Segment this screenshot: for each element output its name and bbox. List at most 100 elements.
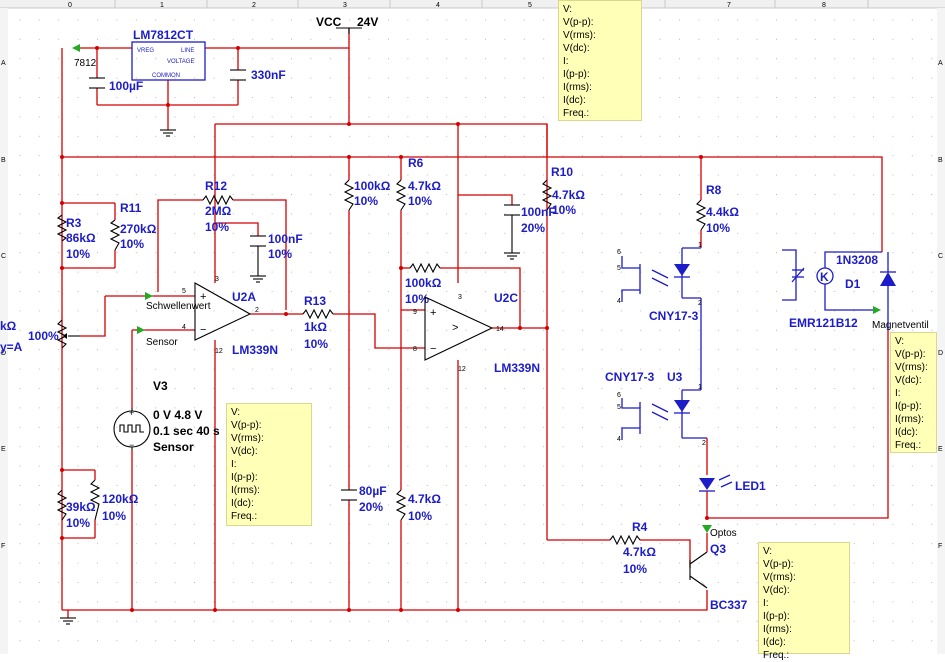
resistor-r120[interactable]: 120kΩ 10% [89, 479, 139, 523]
probe-field: I(dc): [763, 637, 786, 648]
svg-text:5: 5 [617, 404, 621, 411]
r10-value: 4.7kΩ [552, 188, 585, 202]
resistor-r8[interactable]: R8 4.4kΩ 10% [695, 183, 739, 248]
capacitor-c1[interactable]: 100µF [89, 77, 143, 93]
diode-d1[interactable]: 1N3208 D1 [836, 252, 896, 330]
regulator-net-label: 7812 [74, 58, 97, 69]
opamp-u2a[interactable]: + − 3 5 4 2 12 U2A LM339N [182, 276, 278, 357]
r11-tol: 10% [120, 237, 144, 251]
resistor-r12[interactable]: R12 2MΩ 10% [202, 179, 234, 234]
u2a-pin-5: 5 [182, 288, 186, 295]
probe-field: I(rms): [895, 414, 924, 425]
v3-ref: V3 [153, 379, 168, 393]
optocoupler-u1[interactable]: 1 2 6 5 4 CNY17-3 [617, 242, 702, 390]
r10-ref: R10 [551, 165, 573, 179]
probe-field: V(rms): [231, 433, 264, 444]
resistor-r100k[interactable]: 100kΩ 10% [343, 179, 391, 211]
resistor-r100kb[interactable]: 100kΩ 10% [405, 262, 442, 306]
r8-tol: 10% [706, 221, 730, 235]
r120-tol: 10% [102, 509, 126, 523]
resistor-r4[interactable]: R4 4.7kΩ 10% [609, 520, 656, 576]
transistor-q3[interactable]: Q3 BC337 [689, 533, 748, 612]
resistor-r11[interactable]: R11 270kΩ 10% [109, 201, 157, 251]
resistor-r47b[interactable]: 4.7kΩ 10% [395, 489, 441, 523]
r10-tol: 10% [552, 203, 576, 217]
probe-field: V(dc): [763, 585, 790, 596]
u2a-ref: U2A [232, 290, 256, 304]
probe-field: I(dc): [563, 95, 586, 106]
probe-field: V(rms): [895, 362, 928, 373]
r120-value: 120kΩ [102, 492, 139, 506]
ruler-col-5: 5 [528, 2, 532, 9]
optocoupler-u3[interactable]: 1 2 6 5 4 CNY17-3 U3 [605, 370, 708, 475]
r100k-value: 100kΩ [354, 179, 391, 193]
resistor-r6[interactable]: R6 4.7kΩ 10% [395, 156, 441, 211]
u2c-pin-3: 3 [458, 294, 462, 301]
probe-field: V(p-p): [763, 559, 794, 570]
relay-part: EMR121B12 [789, 316, 858, 330]
svg-text:6: 6 [617, 249, 621, 256]
svg-text:1: 1 [698, 242, 702, 249]
ruler-row-c-right: C [938, 253, 943, 260]
c2-value: 330nF [251, 68, 286, 82]
r47b-value: 4.7kΩ [408, 492, 441, 506]
probe-field: V: [763, 546, 773, 557]
r39-value: 39kΩ [66, 500, 96, 514]
measurement-probe-sensor[interactable]: V: V(p-p): V(rms): V(dc): I: I(p-p): I(r… [226, 403, 312, 526]
svg-text:−: − [129, 440, 134, 450]
u2a-pin-12: 12 [215, 348, 223, 355]
ruler-row-f-right: F [938, 543, 942, 550]
probe-field: V(rms): [563, 30, 596, 41]
ruler-row-e: E [1, 446, 6, 453]
measurement-probe-magnetventil[interactable]: V: V(p-p): V(rms): V(dc): I: I(p-p): I(r… [890, 332, 937, 453]
svg-text:2: 2 [698, 300, 702, 307]
ruler-col-0: 0 [68, 2, 72, 9]
resistor-r10[interactable]: R10 4.7kΩ 10% [541, 165, 585, 217]
regulator-lm7812[interactable]: LM7812CT VREG LINE VOLTAGE COMMON 7812 [74, 28, 206, 81]
probe-field: I: [563, 56, 569, 67]
d1-ref: D1 [845, 277, 861, 291]
opamp-u2c[interactable]: > + − 3 9 8 14 12 U2C LM339N [413, 291, 540, 375]
resistor-r13[interactable]: R13 1kΩ 10% [302, 294, 334, 351]
probe-field: I(p-p): [895, 401, 922, 412]
probe-field: I(rms): [563, 82, 592, 93]
voltage-source-v3[interactable]: + − V3 0 V 4.8 V 0.1 sec 40 s Sensor [113, 379, 220, 454]
capacitor-c3[interactable]: 100nF 10% [250, 232, 303, 276]
probe-field: V(p-p): [895, 349, 926, 360]
regulator-pin-voltage: VOLTAGE [167, 59, 194, 65]
resistor-r39[interactable]: 39kΩ 10% [56, 489, 96, 530]
regulator-pin-line: LINE [181, 48, 194, 54]
probe-field: V(dc): [231, 446, 258, 457]
c3-tol: 10% [268, 247, 292, 261]
capacitor-c5[interactable]: 100nF 20% [504, 204, 556, 253]
vcc-source[interactable]: VCC 24V [316, 15, 378, 34]
u2a-pin-4: 4 [182, 324, 186, 331]
r100kb-tol: 10% [405, 292, 429, 306]
ruler-row-d-right: D [938, 350, 943, 357]
q3-ref: Q3 [710, 542, 726, 556]
u2c-ref: U2C [494, 291, 518, 305]
ruler-row-f: F [1, 543, 5, 550]
u2c-pin-14: 14 [496, 326, 504, 333]
probe-field: V(p-p): [231, 420, 262, 431]
measurement-probe-q3[interactable]: V: V(p-p): V(rms): V(dc): I: I(p-p): I(r… [758, 542, 850, 661]
u2c-arrow: > [452, 322, 458, 334]
resistor-r3[interactable]: R3 86kΩ 10% [56, 214, 96, 261]
potentiometer[interactable]: kΩ 100% y=A [0, 319, 80, 354]
probe-field: Freq.: [563, 108, 590, 119]
relay-emr121b12[interactable]: K EMR121B12 [782, 249, 882, 330]
ruler-row-b: B [1, 157, 6, 164]
capacitor-c4[interactable]: 80µF 20% [341, 484, 387, 514]
pot-key: y=A [0, 340, 23, 354]
ground-symbol-main [60, 617, 76, 625]
r12-ref: R12 [205, 179, 227, 193]
led1[interactable]: LED1 [699, 474, 766, 518]
measurement-probe-top[interactable]: V: V(p-p): V(rms): V(dc): I: I(p-p): I(r… [558, 0, 642, 121]
r8-value: 4.4kΩ [706, 205, 739, 219]
u2c-pin-12: 12 [458, 366, 466, 373]
u2c-minus: − [430, 343, 436, 355]
capacitor-c2[interactable]: 330nF [230, 68, 286, 82]
ruler-col-7: 7 [727, 2, 731, 9]
